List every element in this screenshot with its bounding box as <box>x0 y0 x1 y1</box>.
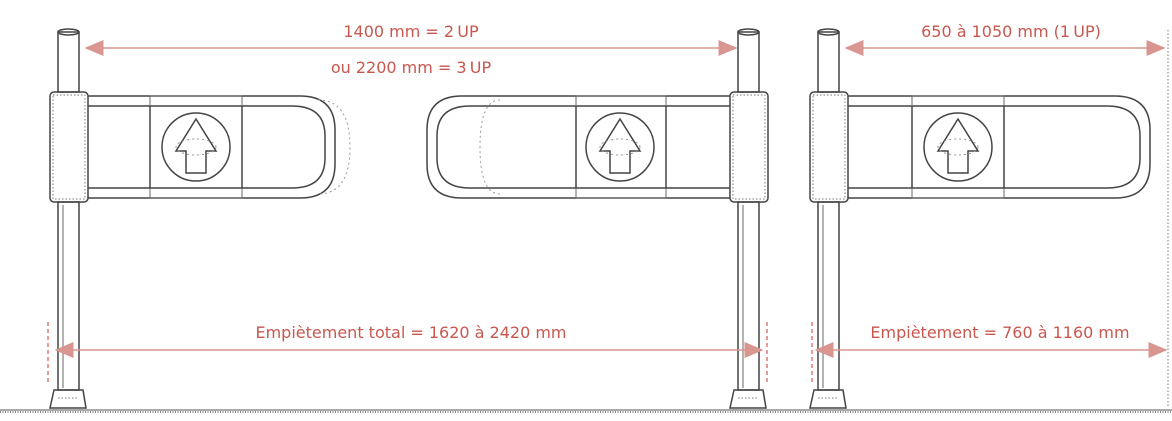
left-swing-panel <box>88 95 351 199</box>
left-second-dimension-label: ou 2200 mm = 3 UP <box>331 58 492 77</box>
extension-ticks <box>47 322 813 382</box>
left-post <box>49 28 89 409</box>
right-top-dimension-label: 650 à 1050 mm (1 UP) <box>921 22 1101 41</box>
left-top-dimension-label: 1400 mm = 2 UP <box>343 22 479 41</box>
left-bottom-dimension-label: Empiètement total = 1620 à 2420 mm <box>255 323 566 342</box>
up-arrow-icon <box>585 112 655 182</box>
middle-post <box>729 28 769 409</box>
right-post <box>809 28 849 409</box>
middle-swing-panel <box>426 95 730 199</box>
up-arrow-icon <box>161 112 231 182</box>
floor-line <box>0 409 1172 413</box>
up-arrow-icon <box>923 112 993 182</box>
right-swing-panel <box>848 95 1151 199</box>
right-bottom-dimension-label: Empiètement = 760 à 1160 mm <box>870 323 1129 342</box>
